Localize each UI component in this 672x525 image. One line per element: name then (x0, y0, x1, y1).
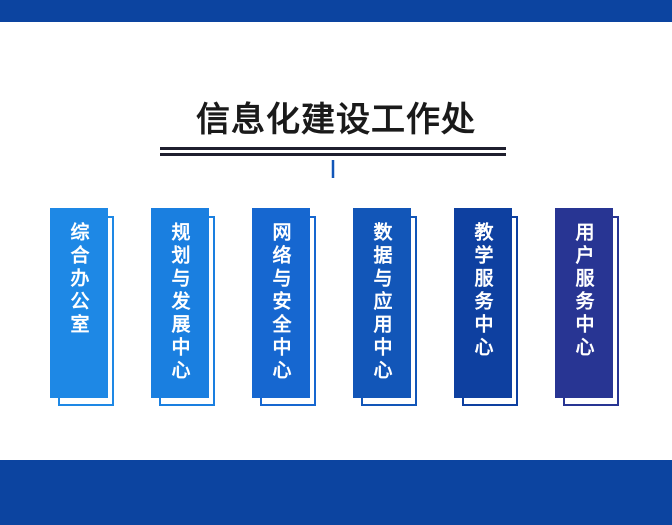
department-box: 用户服务中心 (555, 208, 613, 398)
department-label: 数据与应用中心 (370, 222, 393, 383)
department-label: 综合办公室 (67, 222, 90, 337)
department-node: 用户服务中心 (555, 208, 619, 406)
department-box: 网络与安全中心 (252, 208, 310, 398)
department-box: 综合办公室 (50, 208, 108, 398)
bottom-band (0, 460, 672, 525)
department-box: 教学服务中心 (454, 208, 512, 398)
top-band (0, 0, 672, 22)
title-divider-top (160, 147, 506, 150)
department-node: 数据与应用中心 (353, 208, 417, 406)
department-label: 教学服务中心 (471, 222, 494, 360)
department-node: 综合办公室 (50, 208, 114, 406)
department-node: 教学服务中心 (454, 208, 518, 406)
department-label: 网络与安全中心 (269, 222, 292, 383)
department-node: 网络与安全中心 (252, 208, 316, 406)
department-box: 规划与发展中心 (151, 208, 209, 398)
org-chart-title: 信息化建设工作处 (196, 100, 476, 140)
department-label: 规划与发展中心 (168, 222, 191, 383)
department-label: 用户服务中心 (572, 222, 595, 360)
department-node: 规划与发展中心 (151, 208, 215, 406)
title-divider-bottom (160, 153, 506, 156)
department-box: 数据与应用中心 (353, 208, 411, 398)
